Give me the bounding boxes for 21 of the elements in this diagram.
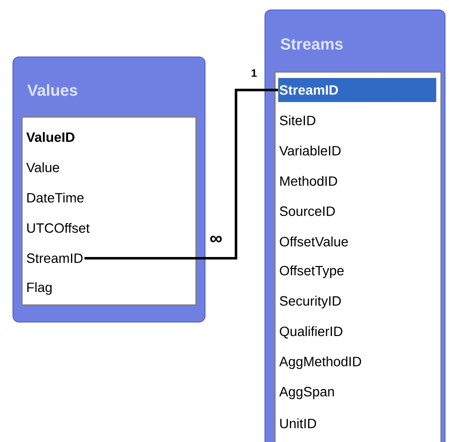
field-row: MethodID bbox=[280, 176, 338, 186]
field-row: StreamID bbox=[278, 78, 436, 102]
field-row: StreamID bbox=[26, 253, 83, 263]
field-row: Value bbox=[26, 162, 60, 172]
field-row: QualifierID bbox=[280, 326, 342, 339]
field-row: OffsetValue bbox=[280, 236, 348, 246]
field-row: UnitID bbox=[280, 418, 316, 428]
field-row: VariableID bbox=[279, 146, 341, 156]
field-row: SiteID bbox=[280, 115, 316, 126]
field-row: SourceID bbox=[280, 206, 335, 216]
cardinality-mark: ∞ bbox=[210, 236, 222, 242]
cardinality-mark: 1 bbox=[252, 69, 257, 77]
field-row: ValueID bbox=[26, 132, 74, 142]
field-row: AggSpan bbox=[279, 386, 334, 400]
field-row: AggMethodID bbox=[279, 356, 362, 369]
field-row: OffsetType bbox=[280, 266, 344, 278]
relationship-line bbox=[84, 88, 278, 260]
field-row: DateTime bbox=[27, 192, 84, 203]
field-row: SecurityID bbox=[280, 296, 341, 308]
field-row: UTCOffset bbox=[27, 222, 90, 233]
field-row: Flag bbox=[27, 282, 52, 295]
